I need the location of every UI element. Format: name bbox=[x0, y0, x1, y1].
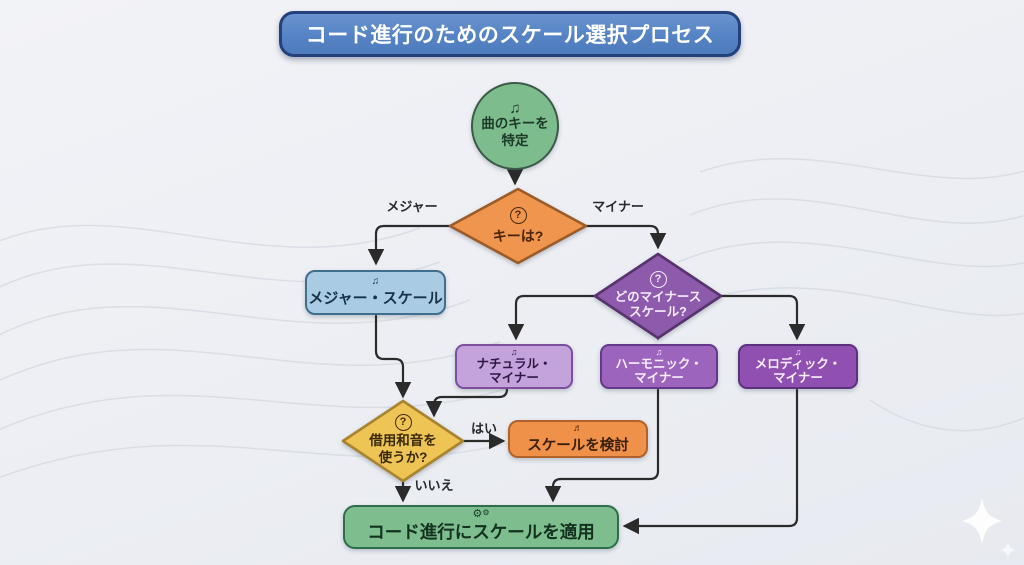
node-natural-minor: ♫ ナチュラル・ マイナー bbox=[455, 344, 573, 389]
edge-harmonic-to-apply bbox=[544, 388, 660, 503]
node-apply-scale: ⚙⚙ コード進行にスケールを適用 bbox=[343, 505, 619, 549]
music-note-icon: ♫ bbox=[794, 346, 802, 357]
music-note-icon: ♬ bbox=[573, 422, 583, 434]
edge-label-no: いいえ bbox=[414, 478, 454, 493]
node-borrowed-decision: ? 借用和音を 使うか? bbox=[343, 405, 463, 475]
node-melodic-minor: ♫ メロディック・ マイナー bbox=[738, 344, 858, 389]
music-note-icon: ♫ bbox=[655, 346, 663, 357]
edge-minor-to-natural bbox=[507, 294, 597, 341]
borrowed-decision-diamond bbox=[341, 399, 465, 483]
harmonic-minor-line1: ハーモニック・ bbox=[615, 356, 703, 371]
node-major-scale: ♫ メジャー・スケール bbox=[305, 270, 446, 315]
music-note-icon: ♫ bbox=[371, 276, 380, 287]
harmonic-minor-line2: マイナー bbox=[634, 371, 684, 386]
natural-minor-line1: ナチュラル・ bbox=[476, 356, 552, 371]
edge-label-minor: マイナー bbox=[592, 199, 644, 214]
melodic-minor-line2: マイナー bbox=[773, 371, 823, 386]
question-icon: ? bbox=[649, 270, 667, 288]
music-note-icon: ♫ bbox=[510, 346, 518, 357]
borrowed-decision-line1: 借用和音を bbox=[369, 433, 437, 449]
node-minor-decision: ? どのマイナース スケール? bbox=[596, 260, 720, 330]
page-title-text: コード進行のためのスケール選択プロセス bbox=[305, 24, 715, 47]
edge-key-to-major bbox=[367, 224, 454, 266]
page-title: コード進行のためのスケール選択プロセス bbox=[279, 11, 741, 57]
decision-diamonds bbox=[341, 187, 723, 483]
minor-decision-line2: スケール? bbox=[629, 304, 687, 319]
gear-icon: ⚙⚙ bbox=[472, 507, 490, 520]
natural-minor-line2: マイナー bbox=[489, 371, 539, 386]
consider-scale-label: スケールを検討 bbox=[527, 437, 629, 454]
melodic-minor-line1: メロディック・ bbox=[754, 356, 842, 371]
edge-minor-to-melodic bbox=[719, 294, 806, 341]
key-decision-diamond bbox=[448, 187, 588, 265]
minor-decision-diamond bbox=[593, 252, 723, 340]
sparkle-icon bbox=[962, 498, 1016, 558]
edge-key-to-minor-decision bbox=[584, 224, 667, 250]
question-icon: ? bbox=[509, 206, 527, 224]
question-icon: ? bbox=[394, 414, 412, 432]
edge-melodic-to-apply bbox=[622, 388, 799, 535]
start-label-line2: 特定 bbox=[501, 133, 529, 149]
start-label-line1: 曲のキーを bbox=[481, 116, 549, 132]
apply-scale-label: コード進行にスケールを適用 bbox=[367, 522, 595, 543]
edge-label-major: メジャー bbox=[386, 199, 438, 214]
minor-decision-line1: どのマイナース bbox=[614, 289, 702, 304]
connector-edges bbox=[367, 168, 806, 535]
key-decision-label: キーは? bbox=[492, 227, 544, 244]
background-wave-lines bbox=[0, 158, 1024, 479]
edge-natural-to-borrowed bbox=[425, 387, 509, 418]
node-key-decision: ? キーは? bbox=[456, 197, 580, 255]
node-harmonic-minor: ♫ ハーモニック・ マイナー bbox=[600, 344, 718, 389]
major-scale-label: メジャー・スケール bbox=[308, 290, 443, 307]
music-note-icon: ♫ bbox=[509, 99, 521, 117]
edge-major-to-borrowed bbox=[374, 314, 412, 399]
node-start: ♫ 曲のキーを 特定 bbox=[471, 82, 559, 170]
borrowed-decision-line2: 使うか? bbox=[378, 449, 428, 465]
node-consider-scale: ♬ スケールを検討 bbox=[508, 420, 648, 458]
edge-label-yes: はい bbox=[470, 421, 497, 436]
